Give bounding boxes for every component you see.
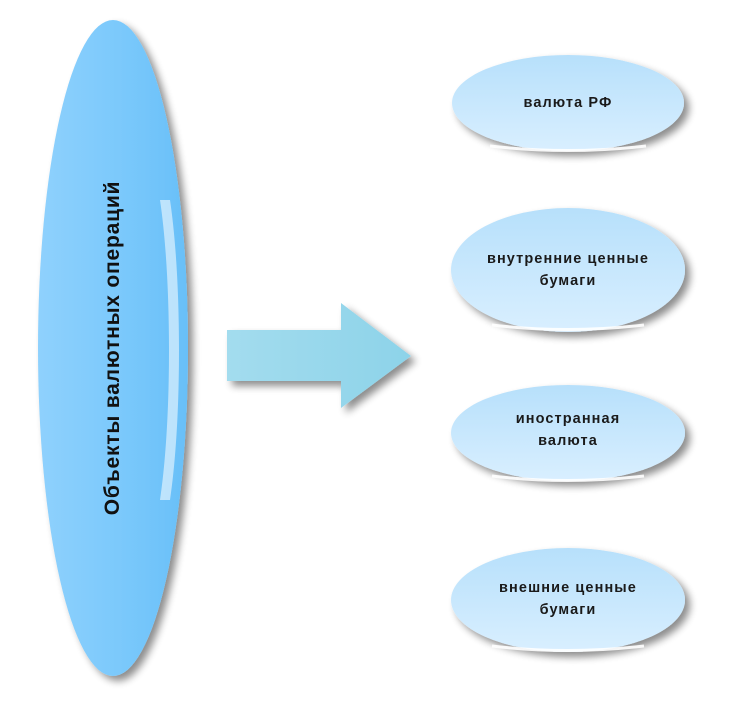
node-ellipse-2 [451, 208, 685, 332]
node-label-4-line-1: внешние ценные [499, 580, 637, 596]
node-ellipse-3 [451, 385, 685, 482]
node-label-1-line-1: валюта РФ [523, 95, 613, 111]
node-label-1: валюта РФ [463, 92, 673, 114]
node-label-3-line-1: иностранная [515, 411, 621, 427]
node-label-2-line-2: бумаги [539, 273, 597, 289]
node-label-4-line-2: бумаги [539, 602, 597, 618]
node-ellipse-1 [452, 55, 684, 152]
main-ellipse-reflection [160, 200, 179, 500]
node-label-2-line-1: внутренние ценные [486, 251, 650, 267]
main-object-label: Объекты валютных операций [101, 180, 124, 516]
node-label-4: внешние ценные бумаги [463, 577, 673, 621]
node-label-3: иностранная валюта [463, 408, 673, 452]
right-arrow-icon [227, 303, 411, 408]
main-object-ellipse [38, 20, 188, 676]
node-ellipse-4 [451, 548, 685, 652]
node-label-3-line-2: валюта [538, 433, 598, 449]
node-label-2: внутренние ценные бумаги [463, 248, 673, 292]
